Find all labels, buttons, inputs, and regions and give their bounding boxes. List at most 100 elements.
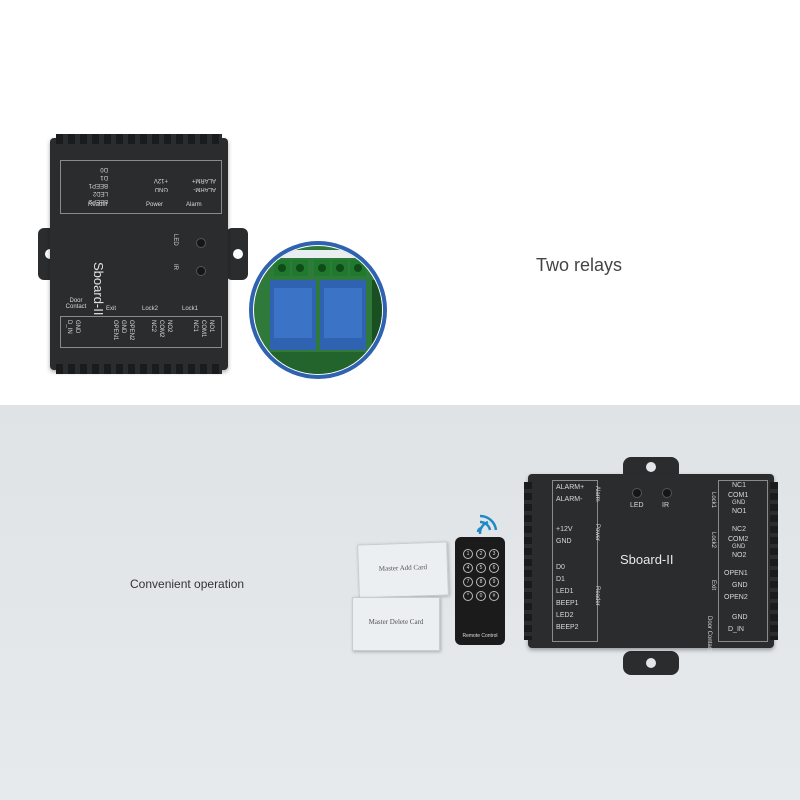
wireless-signal-icon: [476, 514, 498, 535]
power-label: Power: [146, 202, 164, 208]
exit-pin: OPEN1: [724, 570, 748, 577]
lock1-pin: COM1: [200, 320, 206, 338]
top-device-terminals-bottom: [56, 364, 222, 374]
caption-two-relays: Two relays: [536, 255, 623, 275]
remote-key[interactable]: 4: [463, 563, 473, 573]
reader-pin: D0: [100, 166, 108, 172]
ir-label: IR: [172, 264, 178, 270]
bottom-left-box: [552, 480, 598, 642]
remote-key[interactable]: 6: [489, 563, 499, 573]
reader-pin: D0: [556, 564, 565, 571]
exit-pin: OPEN2: [128, 320, 134, 341]
reader-pin: BEEP2: [556, 624, 579, 631]
remote-key[interactable]: 7: [463, 577, 473, 587]
power-label: Power: [594, 524, 600, 542]
top-upper-label-box: [60, 160, 222, 214]
device-name: Sboard-II: [91, 262, 106, 316]
remote-key[interactable]: 0: [476, 591, 486, 601]
lock2-pin: NC2: [732, 526, 747, 533]
door-pin: D_IN: [728, 626, 744, 633]
master-delete-card-label: Master Delete Card: [368, 618, 424, 626]
exit-label: Exit: [106, 306, 117, 312]
reader-pin: LED2: [92, 190, 108, 196]
remote-key[interactable]: 3: [489, 549, 499, 559]
alarm-pin: ALARM-: [556, 496, 583, 503]
reader-label: Reader: [594, 586, 600, 606]
caption-convenient-operation: Convenient operation: [130, 577, 245, 591]
reader-pin: LED1: [556, 588, 574, 595]
alarm-pin: ALARM+: [191, 177, 216, 183]
ir-indicator: [662, 488, 672, 498]
reader-pin: LED2: [556, 612, 574, 619]
power-pin: +12V: [556, 526, 573, 533]
door-pin: GND: [74, 320, 80, 334]
lock2-label: Lock2: [142, 306, 159, 312]
reader-pin: D1: [100, 174, 108, 180]
lock1-pin: NO1: [208, 320, 214, 333]
bottom-device-terminals-right: [770, 482, 778, 640]
reader-label: Reader: [88, 202, 108, 208]
exit-pin: OPEN2: [724, 594, 748, 601]
alarm-pin-group: ALARM- ALARM+: [186, 172, 216, 192]
top-panel: BEEP2 LED2 BEEP1 D1 D0 GND +12V ALARM- A…: [38, 134, 623, 379]
lock1-label: Lock1: [182, 306, 199, 312]
lock2-pin: NO2: [166, 320, 172, 333]
top-device-terminals-top: [56, 134, 222, 144]
master-add-card-label: Master Add Card: [378, 563, 428, 573]
ir-label: IR: [662, 502, 669, 509]
bottom-device-terminals-left: [524, 482, 532, 640]
device-name: Sboard-II: [620, 552, 674, 567]
ir-indicator: [196, 266, 206, 276]
reader-pin: BEEP1: [88, 182, 108, 188]
relay-zoom-image: [249, 241, 387, 379]
alarm-label: Alarm: [594, 486, 600, 502]
lock2-pin: NC2: [150, 320, 156, 333]
remote-key[interactable]: *: [463, 591, 473, 601]
led-indicator: [196, 238, 206, 248]
lock1-pin: NC1: [192, 320, 198, 333]
bottom-right-box: [718, 480, 768, 642]
power-pin: GND: [556, 538, 572, 545]
lock1-label: Lock1: [710, 492, 716, 509]
alarm-label: Alarm: [186, 202, 202, 208]
led-label: LED: [172, 234, 178, 246]
top-lower-label-box: [60, 316, 222, 348]
door-contact-label: Door Contact: [706, 616, 712, 652]
alarm-pin: ALARM+: [556, 484, 585, 491]
door-pin: GND: [732, 614, 748, 621]
master-delete-card: Master Delete Card: [352, 597, 440, 651]
remote-label: Remote Control: [462, 633, 498, 639]
top-device: BEEP2 LED2 BEEP1 D1 D0 GND +12V ALARM- A…: [50, 134, 228, 374]
reader-pin: BEEP1: [556, 600, 579, 607]
exit-pin: GND: [120, 320, 126, 334]
remote-key[interactable]: 5: [476, 563, 486, 573]
remote-key[interactable]: 9: [489, 577, 499, 587]
exit-pin: GND: [732, 582, 748, 589]
remote-key[interactable]: 2: [476, 549, 486, 559]
power-pin-group: GND +12V: [146, 172, 168, 192]
reader-pin-group: BEEP2 LED2 BEEP1 D1 D0: [68, 164, 108, 204]
lock2-pin: GND: [732, 544, 746, 550]
exit-label: Exit: [710, 580, 716, 591]
remote-key[interactable]: 8: [476, 577, 486, 587]
alarm-pin: ALARM-: [193, 186, 216, 192]
led-label: LED: [630, 502, 644, 509]
master-add-card: Master Add Card: [357, 541, 449, 599]
lock2-pin: COM2: [728, 536, 749, 543]
door-pin: D_IN: [66, 320, 72, 334]
lock2-pin: COM2: [158, 320, 164, 338]
bottom-device: ALARM+ ALARM- Alarm +12V GND Power D0 D1…: [524, 474, 778, 652]
exit-pin: OPEN1: [112, 320, 118, 341]
power-pin: GND: [154, 186, 168, 192]
door-contact-label: Door Contact: [65, 298, 87, 310]
remote-key[interactable]: 1: [463, 549, 473, 559]
lock2-pin: NO2: [732, 552, 747, 559]
lock1-pin: COM1: [728, 492, 749, 499]
lock2-label: Lock2: [710, 532, 716, 549]
reader-pin: D1: [556, 576, 565, 583]
lock1-pin: NC1: [732, 482, 747, 489]
led-indicator: [632, 488, 642, 498]
power-pin: +12V: [153, 177, 168, 183]
remote-key[interactable]: #: [489, 591, 499, 601]
